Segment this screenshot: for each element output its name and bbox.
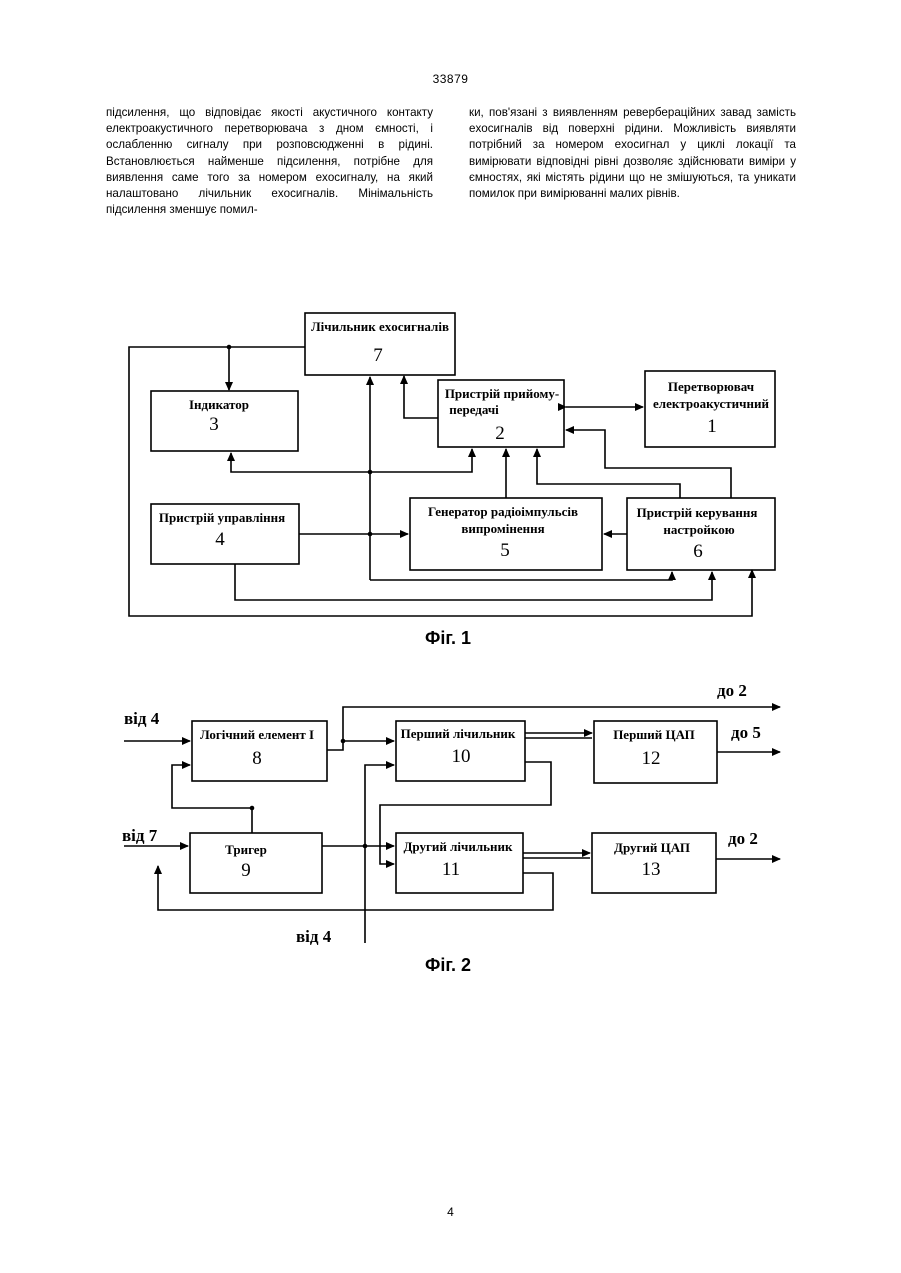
figure-2 <box>124 707 780 943</box>
block-11-number: 11 <box>442 859 460 880</box>
page-number-bottom: 4 <box>0 1205 901 1219</box>
block-13-label: Другий ЦАП <box>614 840 690 855</box>
output-to-2-top: до 2 <box>717 681 747 700</box>
block-8-label: Логічний елемент I <box>200 727 314 742</box>
block-6-label-1: Пристрій керування <box>637 505 758 520</box>
block-5-label-2: випромінення <box>461 521 544 536</box>
block-11-label: Другий лічильник <box>403 839 513 854</box>
block-7-number: 7 <box>373 345 383 366</box>
block-8-number: 8 <box>252 748 262 769</box>
figure-2-caption: Фіг. 2 <box>425 955 471 975</box>
block-9-label: Тригер <box>225 842 267 857</box>
block-3-label: Індикатор <box>189 397 249 412</box>
output-to-2-bottom: до 2 <box>728 829 758 848</box>
block-1-label-2: електроакустичний <box>653 396 769 411</box>
block-6-number: 6 <box>693 541 703 562</box>
block-4-number: 4 <box>215 529 225 550</box>
figure-2-labels: Логічний елемент I 8 Тригер 9 Перший ліч… <box>122 681 761 975</box>
input-from-4-bottom: від 4 <box>296 927 332 946</box>
block-10-number: 10 <box>452 746 471 767</box>
block-3-number: 3 <box>209 414 219 435</box>
output-to-5: до 5 <box>731 723 761 742</box>
block-7-label: Лічильник exосигналів <box>311 319 449 334</box>
block-2-number: 2 <box>495 423 505 444</box>
block-1-label-1: Перетворювач <box>668 379 754 394</box>
block-2-label-1: Пристрій прийому- <box>445 386 559 401</box>
block-9-number: 9 <box>241 860 251 881</box>
block-1-number: 1 <box>707 416 717 437</box>
block-6-label-2: настройкою <box>663 522 734 537</box>
figure-1 <box>129 313 775 616</box>
block-12-number: 12 <box>642 748 661 769</box>
block-5-number: 5 <box>500 540 510 561</box>
input-from-7: від 7 <box>122 826 158 845</box>
figure-1-caption: Фіг. 1 <box>425 628 471 648</box>
block-10-label: Перший лічильник <box>401 726 516 741</box>
block-5-label-1: Генератор радіоімпульсів <box>428 504 578 519</box>
block-13-number: 13 <box>642 859 661 880</box>
block-12-label: Перший ЦАП <box>613 727 695 742</box>
input-from-4-top: від 4 <box>124 709 160 728</box>
block-4-label: Пристрій управління <box>159 510 285 525</box>
block-2-label-2: передачі <box>449 402 499 417</box>
